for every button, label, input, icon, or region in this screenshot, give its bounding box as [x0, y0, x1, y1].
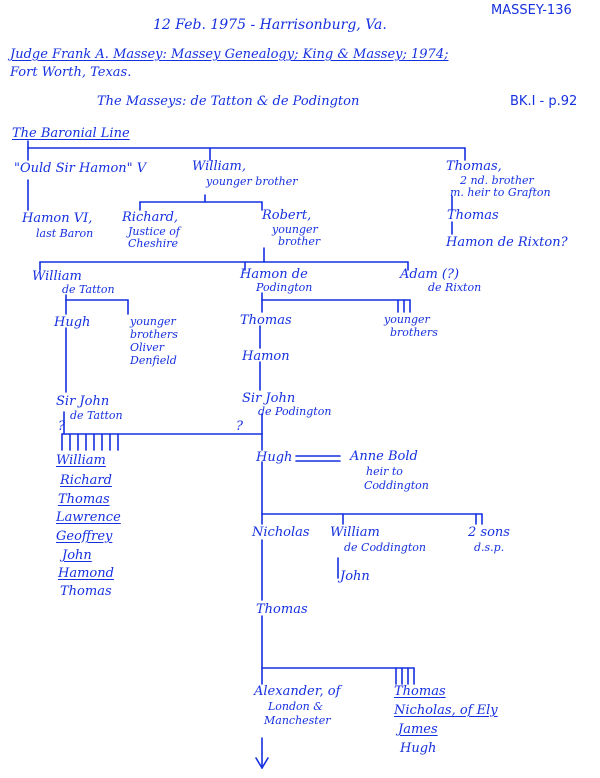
sir-john-de-tatton-name: Sir John [56, 394, 110, 409]
source-line-2: Fort Worth, Texas. [10, 65, 132, 80]
tatton-child: William [56, 453, 106, 468]
tatton-child: Hamond [58, 566, 114, 581]
thomas-gen1-note1: 2 nd. brother [460, 174, 534, 187]
robert-name: Robert, [262, 208, 312, 223]
two-sons-note: d.s.p. [474, 541, 505, 554]
tatton-child: Geoffrey [56, 529, 113, 544]
alexander-note1: London & [268, 700, 324, 713]
sir-john-de-podington-note: de Podington [258, 405, 332, 418]
thomas-gen1-note2: m. heir to Grafton [450, 186, 551, 199]
william-de-coddington-name: William [330, 525, 380, 540]
tatton-child: Thomas [60, 584, 112, 599]
younger-brothers-1b: brothers [130, 328, 178, 341]
hugh-gen10-name: Hugh [400, 741, 437, 756]
hamon-vi-note: last Baron [36, 227, 94, 240]
robert-note2: brother [278, 235, 321, 248]
richard-name: Richard, [122, 210, 179, 225]
tatton-child: Lawrence [56, 510, 121, 525]
hamon-de-rixton-name: Hamon de Rixton? [446, 235, 568, 250]
subject-heading: The Masseys: de Tatton & de Podington [97, 94, 360, 109]
younger-brothers-oliver: Oliver [130, 341, 165, 354]
william-note: younger brother [206, 175, 298, 188]
thomas-gen1-name: Thomas, [446, 159, 502, 174]
hamon-gen5-name: Hamon [242, 349, 290, 364]
william-name: William, [192, 159, 246, 174]
younger-brothers-1a: younger [130, 315, 176, 328]
book-reference: BK.I - p.92 [510, 94, 578, 109]
tatton-child: John [62, 548, 92, 563]
uncertain-mark-2: ? [236, 419, 243, 434]
hamon-de-podington-note: Podington [256, 281, 313, 294]
alexander-note2: Manchester [264, 714, 331, 727]
richard-note1: Justice of [128, 225, 180, 238]
hamon-v-name: "Ould Sir Hamon" V [14, 161, 147, 176]
thomas-gen4-name: Thomas [240, 313, 292, 328]
uncertain-mark-1: ? [58, 419, 65, 434]
baronial-line-heading: The Baronial Line [12, 126, 130, 141]
john-gen8-name: John [340, 569, 370, 584]
source-line-1: Judge Frank A. Massey: Massey Genealogy;… [10, 47, 449, 62]
anne-bold-name: Anne Bold [350, 449, 418, 464]
alexander-name: Alexander, of [254, 684, 341, 699]
william-de-coddington-note: de Coddington [344, 541, 426, 554]
hugh-gen7-name: Hugh [256, 450, 293, 465]
younger-brothers-2b: brothers [390, 326, 438, 339]
date-place-heading: 12 Feb. 1975 - Harrisonburg, Va. [153, 17, 387, 33]
line [255, 757, 263, 769]
line [261, 757, 269, 769]
tatton-child: Thomas [58, 492, 110, 507]
sir-john-de-tatton-note: de Tatton [70, 409, 123, 422]
thomas-gen2-name: Thomas [447, 208, 499, 223]
nicholas-of-ely-name: Nicholas, of Ely [394, 703, 498, 718]
adam-name: Adam (?) [400, 267, 460, 282]
thomas-gen10-name: Thomas [394, 684, 446, 699]
sir-john-de-podington-name: Sir John [242, 391, 296, 406]
robert-note1: younger [272, 223, 318, 236]
thomas-gen9-name: Thomas [256, 602, 308, 617]
younger-brothers-2a: younger [384, 313, 430, 326]
tatton-child: Richard [60, 473, 112, 488]
richard-note2: Cheshire [128, 237, 179, 250]
two-sons-label: 2 sons [468, 525, 510, 540]
anne-bold-note2: Coddington [364, 479, 429, 492]
james-name: James [398, 722, 438, 737]
hamon-vi-name: Hamon VI, [22, 211, 93, 226]
hamon-de-podington-name: Hamon de [240, 267, 308, 282]
william-de-tatton-name: William [32, 269, 82, 284]
reference-code: MASSEY-136 [491, 3, 572, 18]
hugh-gen4-name: Hugh [54, 315, 91, 330]
adam-note: de Rixton [428, 281, 482, 294]
younger-brothers-denfield: Denfield [130, 354, 177, 367]
william-de-tatton-note: de Tatton [62, 283, 115, 296]
anne-bold-note1: heir to [366, 465, 403, 478]
nicholas-gen8-name: Nicholas [252, 525, 310, 540]
